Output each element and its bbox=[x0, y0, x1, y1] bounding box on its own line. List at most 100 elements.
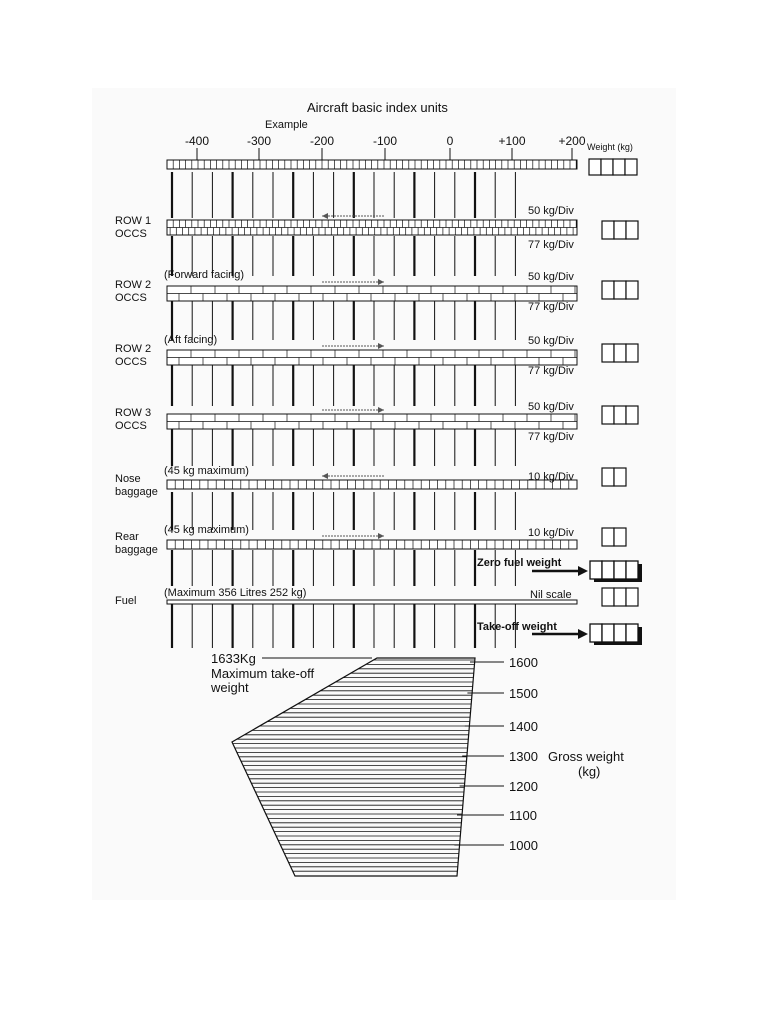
weight-entry-box[interactable] bbox=[601, 280, 615, 300]
mtow-label-line1: Maximum take-off bbox=[211, 666, 314, 681]
gross-weight-tick-label: 1000 bbox=[509, 838, 538, 853]
row-top-scale: 50 kg/Div bbox=[528, 205, 574, 217]
row-label: ROW 3 bbox=[115, 407, 151, 419]
gross-weight-label: Gross weight bbox=[548, 749, 624, 764]
row-top-scale: 50 kg/Div bbox=[528, 271, 574, 283]
row-label: Nose bbox=[115, 473, 141, 485]
weight-entry-box[interactable] bbox=[625, 280, 639, 300]
scale-tick-label: -400 bbox=[185, 134, 209, 148]
loading-chart-sheet: Aircraft basic index units Example Weigh… bbox=[92, 88, 676, 900]
weight-entry-box[interactable] bbox=[613, 220, 627, 240]
weight-entry-box[interactable] bbox=[625, 405, 639, 425]
weight-entry-box[interactable] bbox=[625, 343, 639, 363]
mtow-label-line2: weight bbox=[210, 680, 249, 695]
envelope-outline bbox=[231, 657, 476, 877]
row-note: (45 kg maximum) bbox=[164, 465, 249, 477]
row-note: (45 kg maximum) bbox=[164, 524, 249, 536]
scale-tick-label: +100 bbox=[498, 134, 525, 148]
index-scale: -400 -300 -200 -100 0 +100 +200 bbox=[166, 134, 586, 170]
scale-tick-label: 0 bbox=[447, 134, 454, 148]
zero-fuel-weight-label: Zero fuel weight bbox=[477, 557, 562, 569]
row-label: baggage bbox=[115, 486, 158, 498]
row-note: (Forward facing) bbox=[164, 269, 244, 281]
weight-entry-box[interactable] bbox=[601, 343, 615, 363]
row-label: ROW 1 bbox=[115, 215, 151, 227]
row-note: (Aft facing) bbox=[164, 334, 217, 346]
weight-header-box bbox=[624, 158, 638, 176]
row-label: OCCS bbox=[115, 356, 147, 368]
weight-header-box bbox=[600, 158, 614, 176]
scale-tick-label: -100 bbox=[373, 134, 397, 148]
row-label: Rear bbox=[115, 531, 139, 543]
row-label: OCCS bbox=[115, 420, 147, 432]
scale-tick-label: -200 bbox=[310, 134, 334, 148]
gross-weight-unit: (kg) bbox=[578, 764, 600, 779]
weight-totals: Zero fuel weight Fuel (Maximum 356 Litre… bbox=[115, 557, 588, 639]
example-arrowhead-icon bbox=[378, 279, 384, 285]
row-top-scale: 10 kg/Div bbox=[528, 471, 574, 483]
gross-weight-tick-label: 1500 bbox=[509, 686, 538, 701]
fuel-note: (Maximum 356 Litres 252 kg) bbox=[164, 587, 306, 599]
weight-header-box bbox=[612, 158, 626, 176]
weight-entry-box[interactable] bbox=[613, 405, 627, 425]
row-bottom-scale: 77 kg/Div bbox=[528, 301, 574, 313]
gross-weight-tick-label: 1200 bbox=[509, 779, 538, 794]
row-label: baggage bbox=[115, 544, 158, 556]
zero-fuel-weight-box[interactable] bbox=[601, 560, 615, 580]
fuel-label: Fuel bbox=[115, 595, 136, 607]
example-arrowhead-icon bbox=[378, 407, 384, 413]
row-label: ROW 2 bbox=[115, 279, 151, 291]
row-top-scale: 10 kg/Div bbox=[528, 527, 574, 539]
weight-entry-box[interactable] bbox=[613, 467, 627, 487]
example-arrowhead-icon bbox=[322, 213, 328, 219]
weight-column-label: Weight (kg) bbox=[587, 142, 633, 152]
gross-weight-tick-label: 1100 bbox=[509, 808, 537, 823]
weight-entry-box[interactable] bbox=[601, 220, 615, 240]
weight-entry-boxes bbox=[588, 158, 642, 645]
example-arrowhead-icon bbox=[322, 473, 328, 479]
takeoff-weight-label: Take-off weight bbox=[477, 621, 557, 633]
weight-entry-box[interactable] bbox=[613, 527, 627, 547]
index-grid-lines bbox=[170, 172, 516, 648]
fuel-weight-box[interactable] bbox=[601, 587, 615, 607]
weight-entry-box[interactable] bbox=[613, 343, 627, 363]
mtow-value: 1633Kg bbox=[211, 651, 256, 666]
example-arrowhead-icon bbox=[378, 343, 384, 349]
zero-fuel-weight-box[interactable] bbox=[589, 560, 603, 580]
scale-tick-label: -300 bbox=[247, 134, 271, 148]
weight-entry-box[interactable] bbox=[601, 405, 615, 425]
weight-entry-box[interactable] bbox=[613, 280, 627, 300]
arrow-right-icon bbox=[578, 566, 588, 576]
row-top-scale: 50 kg/Div bbox=[528, 401, 574, 413]
weight-entry-box[interactable] bbox=[601, 467, 615, 487]
row-bottom-scale: 77 kg/Div bbox=[528, 365, 574, 377]
row-label: OCCS bbox=[115, 292, 147, 304]
zero-fuel-weight-box[interactable] bbox=[625, 560, 639, 580]
gross-weight-tick-label: 1400 bbox=[509, 719, 538, 734]
row-label: OCCS bbox=[115, 228, 147, 240]
arrow-right-icon bbox=[578, 629, 588, 639]
chart-title: Aircraft basic index units bbox=[307, 100, 448, 115]
takeoff-weight-box[interactable] bbox=[601, 623, 615, 643]
fuel-weight-box[interactable] bbox=[625, 587, 639, 607]
weight-entry-box[interactable] bbox=[625, 220, 639, 240]
row-bottom-scale: 77 kg/Div bbox=[528, 239, 574, 251]
weight-entry-box[interactable] bbox=[601, 527, 615, 547]
fuel-scale-label: Nil scale bbox=[530, 589, 572, 601]
row-top-scale: 50 kg/Div bbox=[528, 335, 574, 347]
takeoff-weight-box[interactable] bbox=[613, 623, 627, 643]
fuel-weight-box[interactable] bbox=[613, 587, 627, 607]
example-label: Example bbox=[265, 119, 308, 131]
takeoff-weight-box[interactable] bbox=[589, 623, 603, 643]
fuel-strip bbox=[166, 599, 578, 605]
row-bottom-scale: 77 kg/Div bbox=[528, 431, 574, 443]
scale-tick-label: +200 bbox=[558, 134, 585, 148]
takeoff-weight-box[interactable] bbox=[625, 623, 639, 643]
loading-chart: Aircraft basic index units Example Weigh… bbox=[115, 100, 642, 877]
zero-fuel-weight-box[interactable] bbox=[613, 560, 627, 580]
gross-weight-tick-label: 1600 bbox=[509, 655, 538, 670]
